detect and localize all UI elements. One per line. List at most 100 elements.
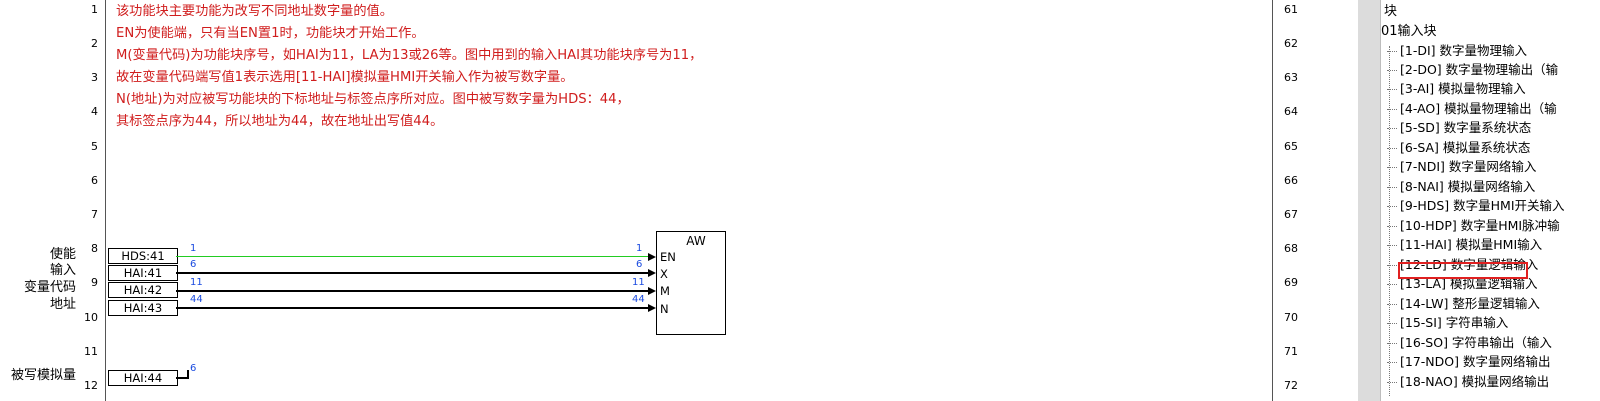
wire-value: 6 <box>190 363 197 374</box>
line-number: 3 <box>91 71 98 84</box>
note-line: 故在变量代码端写值1表示选用[11-HAI]模拟量HMI开关输入作为被写数字量。 <box>116 70 574 85</box>
tree-item-label: [12-LD] 数字量逻辑输入 <box>1400 257 1539 272</box>
function-block-aw[interactable]: AW EN X M N <box>656 231 726 335</box>
function-block-title: AW <box>686 234 706 248</box>
line-number: 10 <box>84 311 98 324</box>
tree-item-label: [9-HDS] 数字量HMI开关输入 <box>1400 198 1565 213</box>
input-tag-box[interactable]: HDS:41 <box>108 248 178 264</box>
signal-wire[interactable] <box>176 307 648 309</box>
tree-item[interactable]: [12-LD] 数字量逻辑输入 <box>1387 254 1538 273</box>
tree-item[interactable]: [17-NDO] 数字量网络输出 <box>1387 351 1550 370</box>
tree-item-label: [8-NAI] 模拟量网络输入 <box>1400 179 1536 194</box>
tree-item[interactable]: [18-NAO] 模拟量网络输出 <box>1387 371 1549 390</box>
line-number: 6 <box>91 174 98 187</box>
pin-label: X <box>660 267 668 281</box>
wire-value: 44 <box>190 294 203 305</box>
vertical-scrollbar[interactable] <box>1358 0 1381 401</box>
input-tag-box[interactable]: HAI:42 <box>108 282 178 298</box>
tree-item[interactable]: [10-HDP] 数字量HMI脉冲输 <box>1387 215 1560 234</box>
line-number: 67 <box>1284 208 1298 221</box>
wire-value: 6 <box>636 259 643 270</box>
tree-item[interactable]: [7-NDI] 数字量网络输入 <box>1387 156 1536 175</box>
tree-item-label: [2-DO] 数字量物理输出（输 <box>1400 62 1559 77</box>
arrow-head-icon <box>648 253 656 261</box>
line-number: 72 <box>1284 379 1298 392</box>
wire-value: 11 <box>190 277 203 288</box>
tree-root[interactable]: 块 <box>1384 4 1398 19</box>
note-line: 其标签点序为44，所以地址为44，故在地址出写值44。 <box>116 114 444 129</box>
line-number: 1 <box>91 3 98 16</box>
tree-item[interactable]: [16-SO] 字符串输出（输入 <box>1387 332 1552 351</box>
line-number: 8 <box>91 242 98 255</box>
tree-item[interactable]: [8-NAI] 模拟量网络输入 <box>1387 176 1535 195</box>
tree-item-label: [14-LW] 整形量逻辑输入 <box>1400 296 1540 311</box>
tree-item-label: [17-NDO] 数字量网络输出 <box>1400 354 1551 369</box>
signal-wire[interactable] <box>176 272 648 274</box>
line-number: 70 <box>1284 311 1298 324</box>
arrow-head-icon <box>648 269 656 277</box>
pin-label: EN <box>660 250 676 264</box>
input-tag-box[interactable]: HAI:41 <box>108 265 178 281</box>
tree-item-label: [6-SA] 模拟量系统状态 <box>1400 140 1531 155</box>
line-number: 71 <box>1284 345 1298 358</box>
input-tag-box[interactable]: HAI:43 <box>108 300 178 316</box>
tree-item[interactable]: [9-HDS] 数字量HMI开关输入 <box>1387 195 1565 214</box>
wire-value: 11 <box>632 277 645 288</box>
wire-value: 6 <box>190 259 197 270</box>
label-input: 输入 <box>49 263 76 278</box>
right-gutter-border <box>1272 0 1273 401</box>
line-number: 66 <box>1284 174 1298 187</box>
tree-group-input[interactable]: 01输入块 <box>1381 24 1437 39</box>
line-number: 65 <box>1284 140 1298 153</box>
tree-item-label: [4-AO] 模拟量物理输出（输 <box>1400 101 1557 116</box>
line-number: 12 <box>84 379 98 392</box>
block-tree-panel[interactable]: 块 01输入块 [1-DI] 数字量物理输入 [2-DO] 数字量物理输出（输 … <box>1381 0 1600 401</box>
selection-highlight <box>1398 262 1528 279</box>
line-number: 7 <box>91 208 98 221</box>
line-number: 62 <box>1284 37 1298 50</box>
tree-item[interactable]: [3-AI] 模拟量物理输入 <box>1387 78 1526 97</box>
line-number: 11 <box>84 345 98 358</box>
note-line: EN为使能端，只有当EN置1时，功能块才开始工作。 <box>116 26 425 41</box>
line-number: 61 <box>1284 3 1298 16</box>
note-line: 该功能块主要功能为改写不同地址数字量的值。 <box>116 4 393 19</box>
line-number: 5 <box>91 140 98 153</box>
tree-item-label: [3-AI] 模拟量物理输入 <box>1400 81 1526 96</box>
tree-item-label: [10-HDP] 数字量HMI脉冲输 <box>1400 218 1560 233</box>
output-stub <box>176 377 188 379</box>
logic-diagram-canvas[interactable]: 1 2 3 4 5 6 7 8 9 10 11 12 该功能块主要功能为改写不同… <box>0 0 1272 401</box>
tree-item-label: [1-DI] 数字量物理输入 <box>1400 43 1528 58</box>
wire-value: 1 <box>636 243 643 254</box>
tree-item-label: [16-SO] 字符串输出（输入 <box>1400 335 1552 350</box>
enable-wire[interactable] <box>176 256 648 257</box>
pin-label: M <box>660 284 670 298</box>
tree-item[interactable]: [4-AO] 模拟量物理输出（输 <box>1387 98 1557 117</box>
tree-item[interactable]: [6-SA] 模拟量系统状态 <box>1387 137 1530 156</box>
note-line: N(地址)为对应被写功能块的下标地址与标签点序所对应。图中被写数字量为HDS：4… <box>116 92 630 107</box>
tree-item[interactable]: [5-SD] 数字量系统状态 <box>1387 117 1531 136</box>
line-number: 69 <box>1284 276 1298 289</box>
label-var-code: 变量代码 <box>23 280 76 295</box>
label-written-analog: 被写模拟量 <box>10 368 76 383</box>
tree-item[interactable]: [1-DI] 数字量物理输入 <box>1387 40 1527 59</box>
tree-item[interactable]: [15-SI] 字符串输入 <box>1387 312 1508 331</box>
left-gutter-border <box>105 0 106 401</box>
tree-item-label: [15-SI] 字符串输入 <box>1400 315 1509 330</box>
tree-item-label: [7-NDI] 数字量网络输入 <box>1400 159 1537 174</box>
line-number: 4 <box>91 105 98 118</box>
written-tag-box[interactable]: HAI:44 <box>108 370 178 386</box>
tree-item[interactable]: [13-LA] 模拟量逻辑输入 <box>1387 273 1537 292</box>
line-number: 2 <box>91 37 98 50</box>
line-number: 64 <box>1284 105 1298 118</box>
tree-item[interactable]: [14-LW] 整形量逻辑输入 <box>1387 293 1540 312</box>
tree-connector <box>1389 46 1390 396</box>
tree-item-label: [5-SD] 数字量系统状态 <box>1400 120 1532 135</box>
tree-item[interactable]: [2-DO] 数字量物理输出（输 <box>1387 59 1558 78</box>
note-line: M(变量代码)为功能块序号，如HAI为11，LA为13或26等。图中用到的输入H… <box>116 48 703 63</box>
signal-wire[interactable] <box>176 290 648 292</box>
wire-value: 1 <box>190 243 197 254</box>
tree-item-selected[interactable]: [11-HAI] 模拟量HMI输入 <box>1387 234 1542 253</box>
label-address: 地址 <box>49 297 76 312</box>
arrow-head-icon <box>648 287 656 295</box>
tree-item-label: [18-NAO] 模拟量网络输出 <box>1400 374 1550 389</box>
